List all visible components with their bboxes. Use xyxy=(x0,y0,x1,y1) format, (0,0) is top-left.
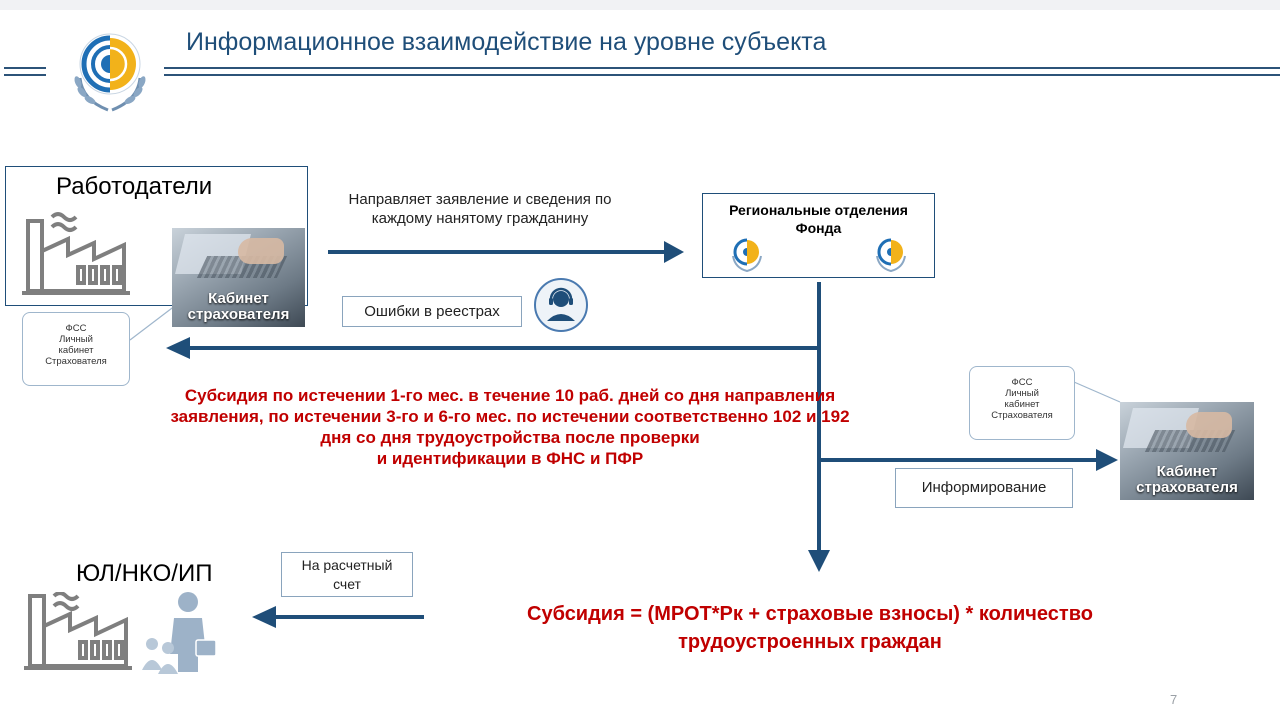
employers-label: Работодатели xyxy=(56,173,213,200)
callout-line: кабинет xyxy=(58,345,94,356)
subsidy-terms-text: Субсидия по истечении 1-го мес. в течени… xyxy=(100,385,920,469)
header-rule-right xyxy=(164,67,1280,69)
caption-line: Кабинет xyxy=(1156,463,1218,480)
page-title: Информационное взаимодействие на уровне … xyxy=(186,28,827,56)
subsidy-formula: Субсидия = (МРОТ*Рк + страховые взносы) … xyxy=(470,600,1150,656)
text-line: и идентификации в ФНС и ПФР xyxy=(376,449,644,468)
callout-line: Страхователя xyxy=(45,356,107,367)
text-line: Направляет заявление и сведения по xyxy=(348,191,612,208)
factory-icon xyxy=(20,211,132,297)
callout-line: кабинет xyxy=(1004,399,1040,410)
text-line: Фонда xyxy=(795,220,842,236)
text-line: дня со дня трудоустройства после проверк… xyxy=(320,428,700,447)
settlement-account-label: На расчетный счет xyxy=(281,552,413,597)
insurer-cabinet-caption: Кабинет страхователя xyxy=(1120,464,1254,496)
callout-line: ФСС xyxy=(1011,377,1033,388)
callout-line: Страхователя xyxy=(991,410,1053,421)
fss-cabinet-callout: ФСС Личный кабинет Страхователя xyxy=(22,312,130,386)
errors-in-registries-label: Ошибки в реестрах xyxy=(342,296,522,327)
insurer-cabinet-caption: Кабинет страхователя xyxy=(172,291,305,323)
callout-line: ФСС xyxy=(65,323,87,334)
text-line: Региональные отделения xyxy=(729,202,908,218)
regional-offices-box: Региональные отделения Фонда xyxy=(702,193,935,278)
text-line: На расчетный xyxy=(301,557,393,573)
caption-line: страхователя xyxy=(1136,479,1238,496)
people-group-icon xyxy=(142,638,178,674)
insurer-cabinet-photo: Кабинет страхователя xyxy=(1120,402,1254,500)
fss-cabinet-callout: ФСС Личный кабинет Страхователя xyxy=(969,366,1075,440)
header-rule-left xyxy=(4,67,46,69)
businessman-icon xyxy=(140,588,220,674)
regional-offices-label: Региональные отделения Фонда xyxy=(703,201,934,237)
text-line: заявления, по истечении 3-го и 6-го мес.… xyxy=(170,407,850,426)
fss-logo-icon xyxy=(871,234,911,273)
text-line: трудоустроенных граждан xyxy=(678,631,942,653)
text-line: Субсидия = (МРОТ*Рк + страховые взносы) … xyxy=(527,603,1093,625)
informing-label: Информирование xyxy=(895,468,1073,508)
callout-line: Личный xyxy=(1005,388,1039,399)
text-line: каждому нанятому гражданину xyxy=(371,210,589,227)
top-strip xyxy=(0,0,1280,10)
page-number: 7 xyxy=(1170,692,1178,707)
fss-logo-icon xyxy=(727,234,767,273)
caption-line: страхователя xyxy=(187,306,290,323)
recipients-label: ЮЛ/НКО/ИП xyxy=(76,560,213,587)
factory-icon xyxy=(22,591,134,672)
text-line: счет xyxy=(333,576,361,592)
caption-line: Кабинет xyxy=(208,290,269,307)
callout-line: Личный xyxy=(59,334,93,345)
header-rule-left xyxy=(4,74,46,76)
fss-logo-icon xyxy=(62,18,158,114)
insurer-cabinet-photo: Кабинет страхователя xyxy=(172,228,305,327)
text-line: Субсидия по истечении 1-го мес. в течени… xyxy=(184,386,836,405)
send-application-text: Направляет заявление и сведения по каждо… xyxy=(320,190,640,228)
header-rule-right xyxy=(164,74,1280,76)
support-operator-icon xyxy=(533,277,589,333)
